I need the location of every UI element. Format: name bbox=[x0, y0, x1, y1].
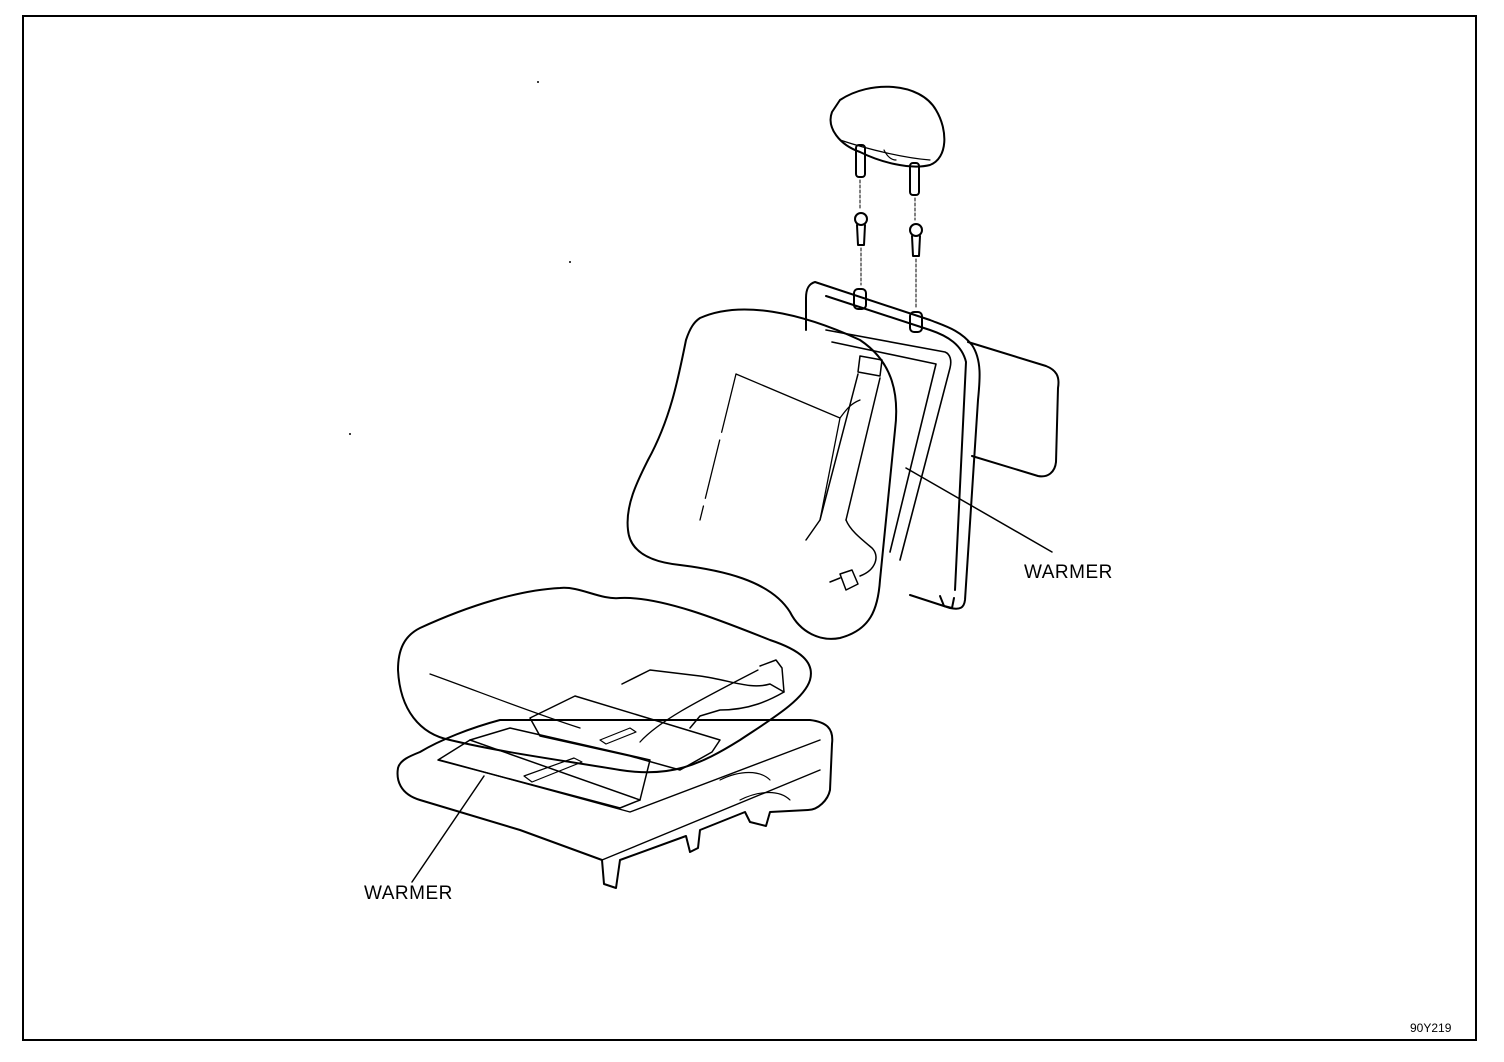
warmer-seat-label: WARMER bbox=[364, 883, 453, 904]
seat-base-frame bbox=[396, 719, 834, 889]
warmer-seat-leader-line bbox=[411, 775, 485, 883]
figure-id: 90Y219 bbox=[1410, 1021, 1452, 1035]
seatback-cushion bbox=[626, 308, 898, 640]
seatback-warmer-element bbox=[805, 355, 883, 591]
seat-warmer-element bbox=[437, 727, 651, 809]
headrest bbox=[829, 85, 946, 168]
seat-cushion-warmer-element bbox=[529, 659, 785, 771]
headrest-guide-clips bbox=[854, 212, 923, 309]
headrest-stays bbox=[855, 144, 920, 221]
diagram-frame bbox=[22, 15, 1477, 1041]
warmer-back-leader-line bbox=[905, 467, 1053, 553]
seatback-frame bbox=[805, 281, 981, 610]
warmer-back-label: WARMER bbox=[1024, 562, 1113, 583]
seat-cushion bbox=[397, 586, 812, 774]
seatback-side-panel bbox=[967, 341, 1060, 478]
